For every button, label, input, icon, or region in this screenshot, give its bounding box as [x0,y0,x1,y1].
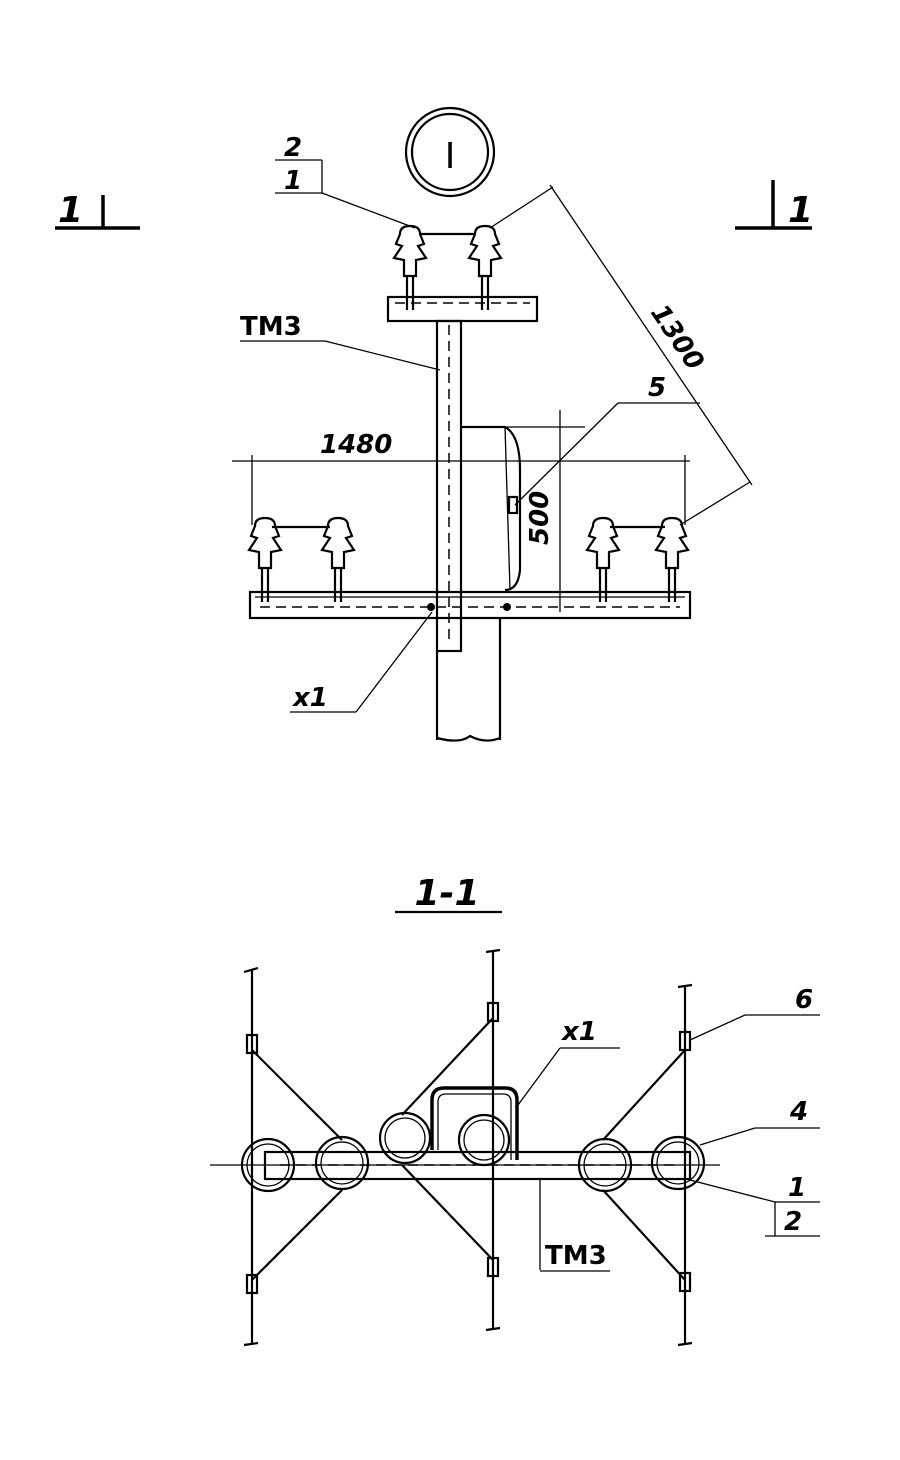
section-title: 1-1 [395,873,502,914]
callout-1-label: 1 [788,1173,806,1203]
callout-2-label: 2 [784,1207,802,1237]
view-marker-label: I [445,136,456,177]
callout-4: 4 [699,1097,820,1146]
dimension-1300-label: 1300 [644,299,709,376]
view-marker: I [404,106,496,198]
bracket-label: 5 [648,373,666,403]
callout-bottom-label: 1 [284,166,302,196]
dimension-1300: 1300 [489,184,753,526]
dimension-1480-label: 1480 [320,430,392,460]
label-6: 6 [795,985,813,1015]
callout-6: 6 [689,985,820,1041]
callout-1-2: 1 2 [689,1173,820,1237]
clamp-callout: х1 [290,611,433,713]
section-clamp-label: х1 [560,1017,597,1047]
section-mark-right: 1 [735,180,813,231]
dimension-500-label: 500 [525,491,555,545]
label-4: 4 [789,1097,808,1127]
beam-label: ТМ3 [545,1241,607,1271]
section-mark-left: 1 [55,190,140,231]
pole-label: ТМ3 [240,312,302,342]
section-mark-right-label: 1 [788,190,813,231]
clamp-label: х1 [291,683,328,713]
dimension-500: 500 [505,410,585,612]
pole-label-leader: ТМ3 [240,312,441,371]
section-clamp-callout: х1 [517,1017,620,1106]
section-title-label: 1-1 [414,873,479,914]
callout-top-label: 2 [284,133,302,163]
beam-callout: ТМ3 [540,1241,610,1272]
pole-elevation [247,224,692,742]
section-mark-left-label: 1 [58,190,83,231]
bracket-callout: 5 [514,373,700,506]
dimension-1480: 1480 [232,430,690,525]
section-plan [210,948,720,1347]
insulator-callout: 2 1 [275,133,416,229]
